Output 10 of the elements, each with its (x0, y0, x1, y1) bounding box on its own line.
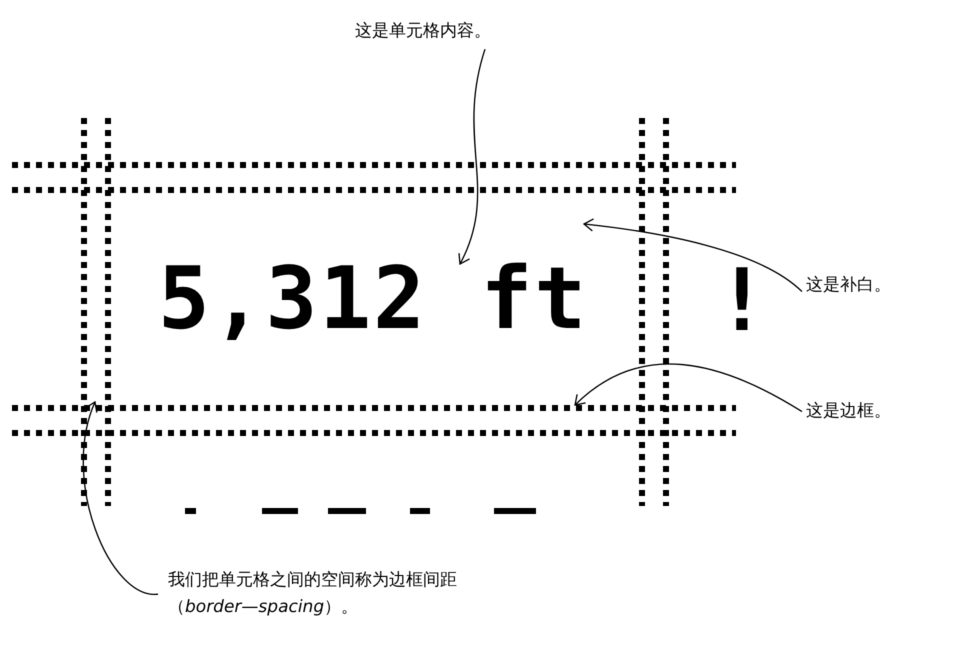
annotation-arrow (574, 364, 802, 412)
cell-content-text: 5,312 ft (158, 256, 588, 342)
annotation-text: 这是补白。 (806, 272, 916, 300)
cell-content-text: ! (716, 258, 770, 344)
annotation-text: 这是边框。 (806, 398, 916, 426)
annotation-arrow (458, 49, 486, 265)
annotation-text: 我们把单元格之间的空间称为边框间距（border—spacing）。 (168, 567, 478, 622)
annotation-text: 这是单元格内容。 (355, 18, 555, 46)
annotation-arrow (583, 218, 802, 292)
annotation-arrow (82, 401, 158, 595)
